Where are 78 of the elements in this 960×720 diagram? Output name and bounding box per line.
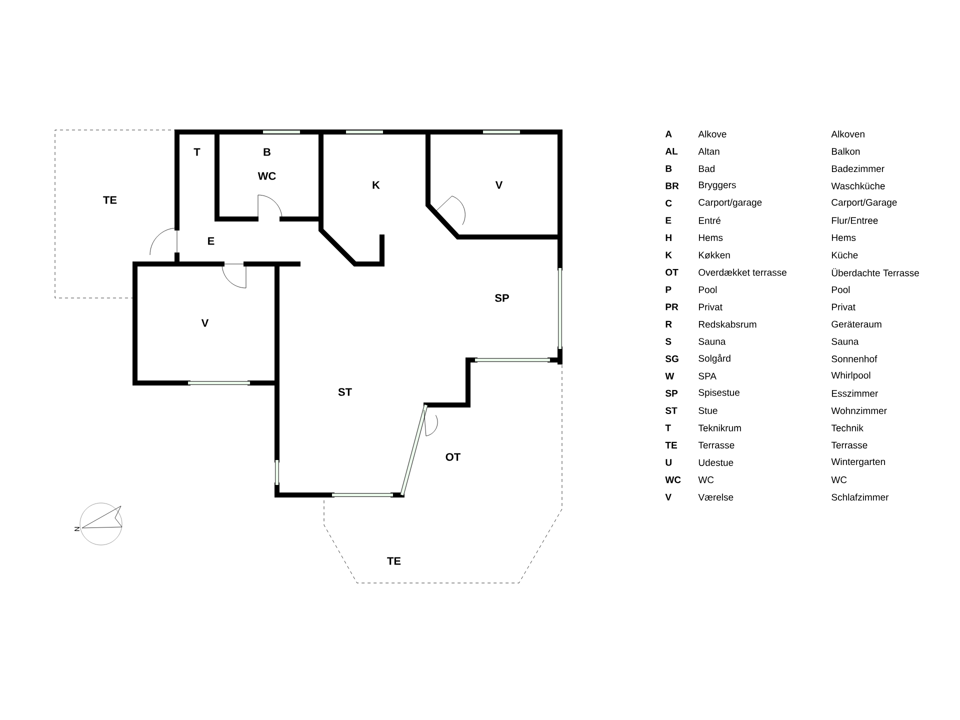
- legend-code: E: [666, 217, 672, 224]
- room-label: TE: [103, 196, 117, 204]
- legend-text: Esszimmer: [832, 390, 878, 397]
- legend-text: Sonnenhof: [832, 355, 878, 362]
- legend-text: Bryggers: [699, 182, 736, 190]
- legend-text: Wohnzimmer: [831, 407, 887, 414]
- legend-code: SG: [665, 355, 678, 362]
- legend-code: U: [666, 459, 672, 466]
- legend-text: Wintergarten: [831, 458, 885, 467]
- legend-code: AL: [665, 148, 678, 155]
- room-label: ST: [338, 388, 352, 396]
- legend-text: Alkove: [698, 130, 726, 138]
- legend-code: P: [666, 286, 672, 293]
- legend-text: Stue: [698, 407, 718, 414]
- legend-text: Technik: [831, 424, 864, 432]
- room-label: V: [495, 181, 503, 189]
- legend-text: Carport/garage: [698, 198, 762, 208]
- legend-text: Alkoven: [831, 130, 864, 138]
- room-label: B: [264, 148, 270, 156]
- legend-text: Terrasse: [831, 442, 868, 448]
- legend-text: Overdækket terrasse: [698, 268, 786, 276]
- legend-code: S: [665, 338, 672, 345]
- legend-code: WC: [665, 476, 681, 484]
- legend-code: C: [666, 200, 672, 207]
- legend-text: Pool: [699, 286, 717, 294]
- room-label: E: [208, 237, 214, 245]
- room-label: T: [194, 148, 200, 156]
- legend-code: OT: [666, 268, 678, 276]
- legend-text: Whirlpool: [831, 372, 870, 381]
- room-label: SP: [494, 294, 509, 302]
- legend-text: Pool: [832, 286, 850, 294]
- legend-text: WC: [698, 476, 714, 484]
- legend-code: TE: [665, 442, 677, 448]
- legend-code: B: [666, 165, 672, 172]
- legend-text: Udestue: [698, 459, 734, 466]
- legend-code: SP: [665, 390, 678, 397]
- legend-text: Überdachte Terrasse: [832, 268, 919, 276]
- legend-code: W: [665, 372, 674, 380]
- legend-text: Privat: [832, 303, 856, 310]
- legend-text: Entré: [699, 216, 720, 224]
- legend-code: A: [665, 130, 672, 138]
- legend-code: H: [666, 234, 672, 241]
- legend-text: Teknikrum: [698, 424, 741, 432]
- legend-text: Privat: [699, 303, 722, 310]
- legend-text: Sauna: [698, 338, 726, 345]
- room-label: V: [201, 319, 209, 327]
- legend-code: K: [666, 252, 672, 258]
- legend-text: Schlafzimmer: [832, 494, 889, 501]
- room-label: OT: [446, 453, 461, 461]
- legend-text: Balkon: [832, 148, 860, 155]
- legend-text: Flur/Entree: [832, 216, 878, 224]
- legend-text: Terrasse: [698, 442, 734, 448]
- legend-text: Redskabsrum: [699, 320, 756, 328]
- legend-code: ST: [665, 407, 678, 414]
- legend-code: PR: [666, 304, 678, 310]
- room-label: TE: [387, 557, 401, 565]
- legend-text: WC: [831, 476, 847, 484]
- legend-text: SPA: [698, 372, 716, 380]
- legend-code: R: [666, 320, 672, 328]
- legend-text: Küche: [832, 252, 858, 258]
- room-label: WC: [258, 172, 276, 180]
- legend-text: Altan: [698, 148, 720, 155]
- legend-text: Hems: [832, 234, 856, 241]
- legend-text: Badezimmer: [832, 165, 884, 172]
- legend-text: Værelse: [698, 494, 734, 501]
- legend-text: Solgård: [698, 354, 730, 364]
- room-label: K: [372, 181, 380, 189]
- legend-code: BR: [666, 182, 679, 190]
- legend-text: Geräteraum: [832, 320, 882, 328]
- legend-code: V: [665, 494, 672, 500]
- legend-text: Spisestue: [698, 388, 740, 398]
- legend-text: Bad: [699, 165, 714, 172]
- legend-text: Hems: [699, 234, 723, 241]
- legend-text: Køkken: [699, 251, 730, 259]
- legend-text: Carport/Garage: [832, 198, 897, 208]
- legend-text: Waschküche: [831, 182, 885, 190]
- legend-text: Sauna: [832, 338, 859, 345]
- legend-code: T: [665, 424, 671, 432]
